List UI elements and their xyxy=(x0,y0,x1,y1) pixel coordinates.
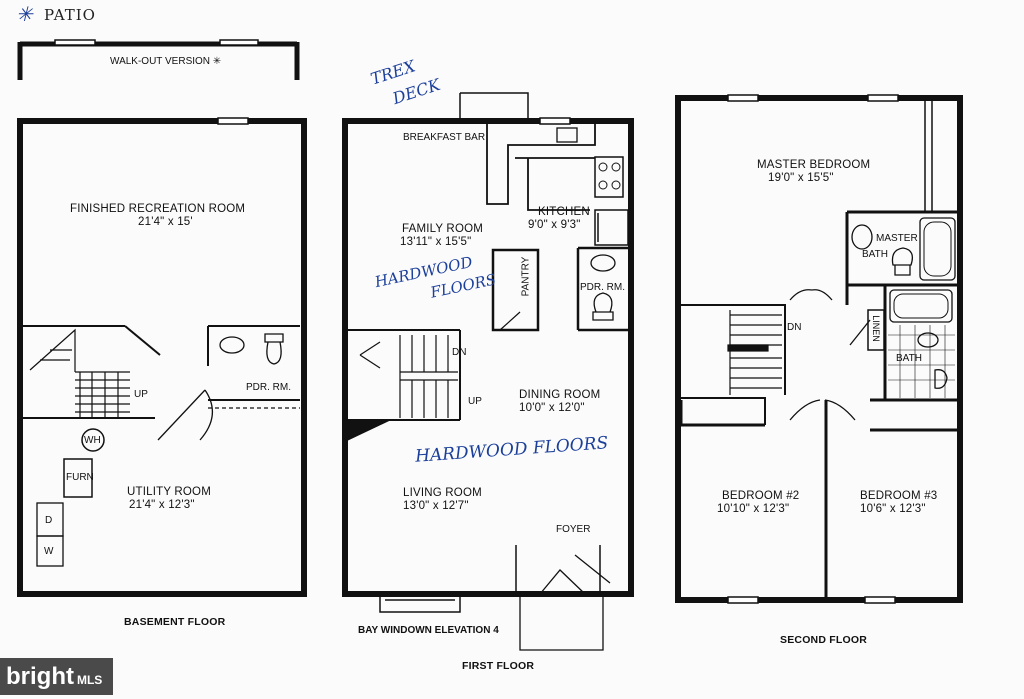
basement-window xyxy=(217,117,249,125)
living-room-size: 13'0" x 12'7" xyxy=(403,500,469,512)
basement-door-swing xyxy=(157,389,213,441)
walkout-window xyxy=(54,39,96,46)
bedroom-3-name: BEDROOM #3 xyxy=(860,490,938,502)
second-dn-label: DN xyxy=(787,322,802,333)
basement-stair-wall xyxy=(21,325,161,419)
pantry-label: PANTRY xyxy=(520,256,532,297)
first-toilet xyxy=(592,292,614,321)
first-pdr-wall xyxy=(576,246,628,332)
dryer-label: D xyxy=(45,515,53,526)
second-window xyxy=(864,596,896,604)
basement-pdr-label: PDR. RM. xyxy=(246,382,291,393)
second-stair-wall xyxy=(681,304,786,425)
first-stair-wall xyxy=(348,329,461,421)
basement-caption: BASEMENT FLOOR xyxy=(124,616,226,628)
washer-unit xyxy=(36,535,64,567)
hall-tub xyxy=(889,289,953,323)
washer-label: W xyxy=(44,546,54,557)
first-stairs xyxy=(359,335,458,418)
basement-stairs xyxy=(29,328,130,418)
master-bedroom-size: 19'0" x 15'5" xyxy=(768,172,834,184)
family-room-name: FAMILY ROOM xyxy=(402,223,484,235)
linen-label: LINEN xyxy=(870,315,881,342)
bay-window-label: BAY WINDOWN ELEVATION 4 xyxy=(358,625,499,636)
basement-sink xyxy=(219,336,245,354)
bedroom-3-size: 10'6" x 12'3" xyxy=(860,503,926,515)
walkout-label: WALK-OUT VERSION ✳ xyxy=(110,56,222,67)
basement-pdr-wall xyxy=(207,325,300,401)
first-pdr-label: PDR. RM. xyxy=(580,282,625,293)
pantry-wall xyxy=(491,248,540,332)
hall-bath-label: BATH xyxy=(896,353,922,364)
second-window xyxy=(727,94,759,102)
second-stairs xyxy=(727,310,782,395)
family-room-size: 13'11" x 15'5" xyxy=(400,236,472,248)
second-window xyxy=(867,94,899,102)
furnace xyxy=(63,458,93,498)
bedroom-2-size: 10'10" x 12'3" xyxy=(717,503,790,515)
first-window xyxy=(539,117,571,125)
second-outer-wall xyxy=(675,95,963,603)
stair-landing xyxy=(347,419,391,441)
hall-sink xyxy=(917,332,939,348)
basement-up-label: UP xyxy=(134,389,148,400)
rec-room-size: 21'4" x 15' xyxy=(138,216,193,228)
hall-bath-wall xyxy=(870,283,958,402)
walkout-window xyxy=(219,39,259,46)
kitchen-counter xyxy=(486,124,596,211)
second-window xyxy=(727,596,759,604)
kitchen-sink xyxy=(556,127,578,143)
kitchen-name: KITCHEN xyxy=(538,206,590,218)
utility-room-name: UTILITY ROOM xyxy=(127,486,211,498)
living-room-name: LIVING ROOM xyxy=(403,487,482,499)
breakfast-bar-label: BREAKFAST BAR xyxy=(403,132,486,143)
master-closet xyxy=(924,100,958,213)
dining-room-size: 10'0" x 12'0" xyxy=(519,402,585,414)
patio-annotation: PATIO xyxy=(44,6,96,24)
first-outer-wall xyxy=(342,118,634,597)
water-heater-label: WH xyxy=(84,435,101,446)
master-sink xyxy=(851,224,873,250)
bay-window xyxy=(379,596,461,613)
foyer-door-swing xyxy=(539,554,611,595)
master-bedroom-name: MASTER BEDROOM xyxy=(757,159,871,171)
master-bath-label-1: MASTER xyxy=(876,233,918,244)
furnace-label: FURN xyxy=(66,472,94,483)
foyer-wall xyxy=(515,545,601,594)
master-tub xyxy=(919,217,956,281)
water-heater xyxy=(81,428,105,452)
linen-closet xyxy=(867,309,885,351)
master-bath-label-2: BATH xyxy=(862,249,888,260)
bedroom-walls xyxy=(679,400,958,597)
foyer-label: FOYER xyxy=(556,524,591,535)
first-up-label: UP xyxy=(468,396,482,407)
first-dn-label: DN xyxy=(452,347,467,358)
hall-toilet xyxy=(934,369,948,389)
first-floor-caption: FIRST FLOOR xyxy=(462,660,535,672)
dining-room-name: DINING ROOM xyxy=(519,389,601,401)
first-sink xyxy=(590,254,616,272)
bright-logo-text: bright xyxy=(6,663,74,690)
master-toilet xyxy=(891,247,914,276)
kitchen-fridge xyxy=(594,209,629,246)
mls-logo-text: MLS xyxy=(76,673,103,687)
kitchen-size: 9'0" x 9'3" xyxy=(528,219,581,231)
rec-room-name: FINISHED RECREATION ROOM xyxy=(70,203,246,215)
patio-star: ✳ xyxy=(16,2,33,26)
front-stoop xyxy=(519,596,604,651)
master-lower-wall xyxy=(846,285,848,305)
deck-bump xyxy=(459,92,529,121)
hall-door-swings xyxy=(789,289,871,421)
second-floor-caption: SECOND FLOOR xyxy=(780,634,867,646)
utility-room-size: 21'4" x 12'3" xyxy=(129,499,195,511)
basement-outer-wall xyxy=(17,118,307,597)
bedroom-2-name: BEDROOM #2 xyxy=(722,490,800,502)
kitchen-range xyxy=(594,156,624,198)
basement-toilet xyxy=(264,333,284,365)
